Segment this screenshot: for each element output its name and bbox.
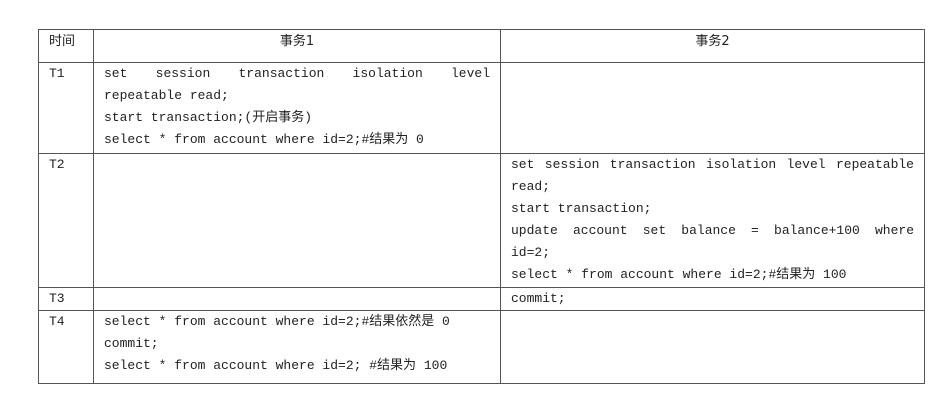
- sql-statement: start transaction;(开启事务): [104, 110, 313, 125]
- time-cell: T2: [38, 153, 94, 288]
- header-row: 时间 事务1 事务2: [38, 29, 925, 63]
- tx2-cell: [500, 62, 925, 154]
- header-tx2: 事务2: [500, 29, 925, 63]
- sql-statement: select * from account where id=2;#结果依然是 …: [104, 314, 450, 329]
- time-cell: T1: [38, 62, 94, 154]
- table-row: T1 set session transaction isolation leve…: [38, 62, 925, 154]
- sql-statement: commit;: [511, 291, 566, 306]
- tx1-cell: [93, 153, 501, 288]
- header-time: 时间: [38, 29, 94, 63]
- sql-statement: start transaction;: [511, 201, 652, 216]
- table-row: T3 commit;: [38, 287, 925, 311]
- sql-statement: select * from account where id=2; #结果为 1…: [104, 358, 448, 373]
- tx1-cell: set session transaction isolation level …: [93, 62, 501, 154]
- sql-statement: commit;: [104, 336, 159, 351]
- table-row: T4 select * from account where id=2;#结果依然…: [38, 310, 925, 384]
- tx2-cell: [500, 310, 925, 384]
- sql-statement: set session transaction isolation level …: [104, 66, 490, 103]
- header-tx1: 事务1: [93, 29, 501, 63]
- transaction-table: 时间 事务1 事务2 T1 set session transaction iso…: [38, 29, 925, 384]
- table-row: T2 set session transaction isolation leve…: [38, 153, 925, 288]
- tx1-cell: select * from account where id=2;#结果依然是 …: [93, 310, 501, 384]
- time-cell: T4: [38, 310, 94, 384]
- sql-statement: select * from account where id=2;#结果为 0: [104, 132, 424, 147]
- tx2-cell: commit;: [500, 287, 925, 311]
- sql-statement: select * from account where id=2;#结果为 10…: [511, 267, 847, 282]
- sql-statement: update account set balance = balance+100…: [511, 223, 914, 260]
- sql-statement: set session transaction isolation level …: [511, 157, 914, 194]
- time-cell: T3: [38, 287, 94, 311]
- tx2-cell: set session transaction isolation level …: [500, 153, 925, 288]
- tx1-cell: [93, 287, 501, 311]
